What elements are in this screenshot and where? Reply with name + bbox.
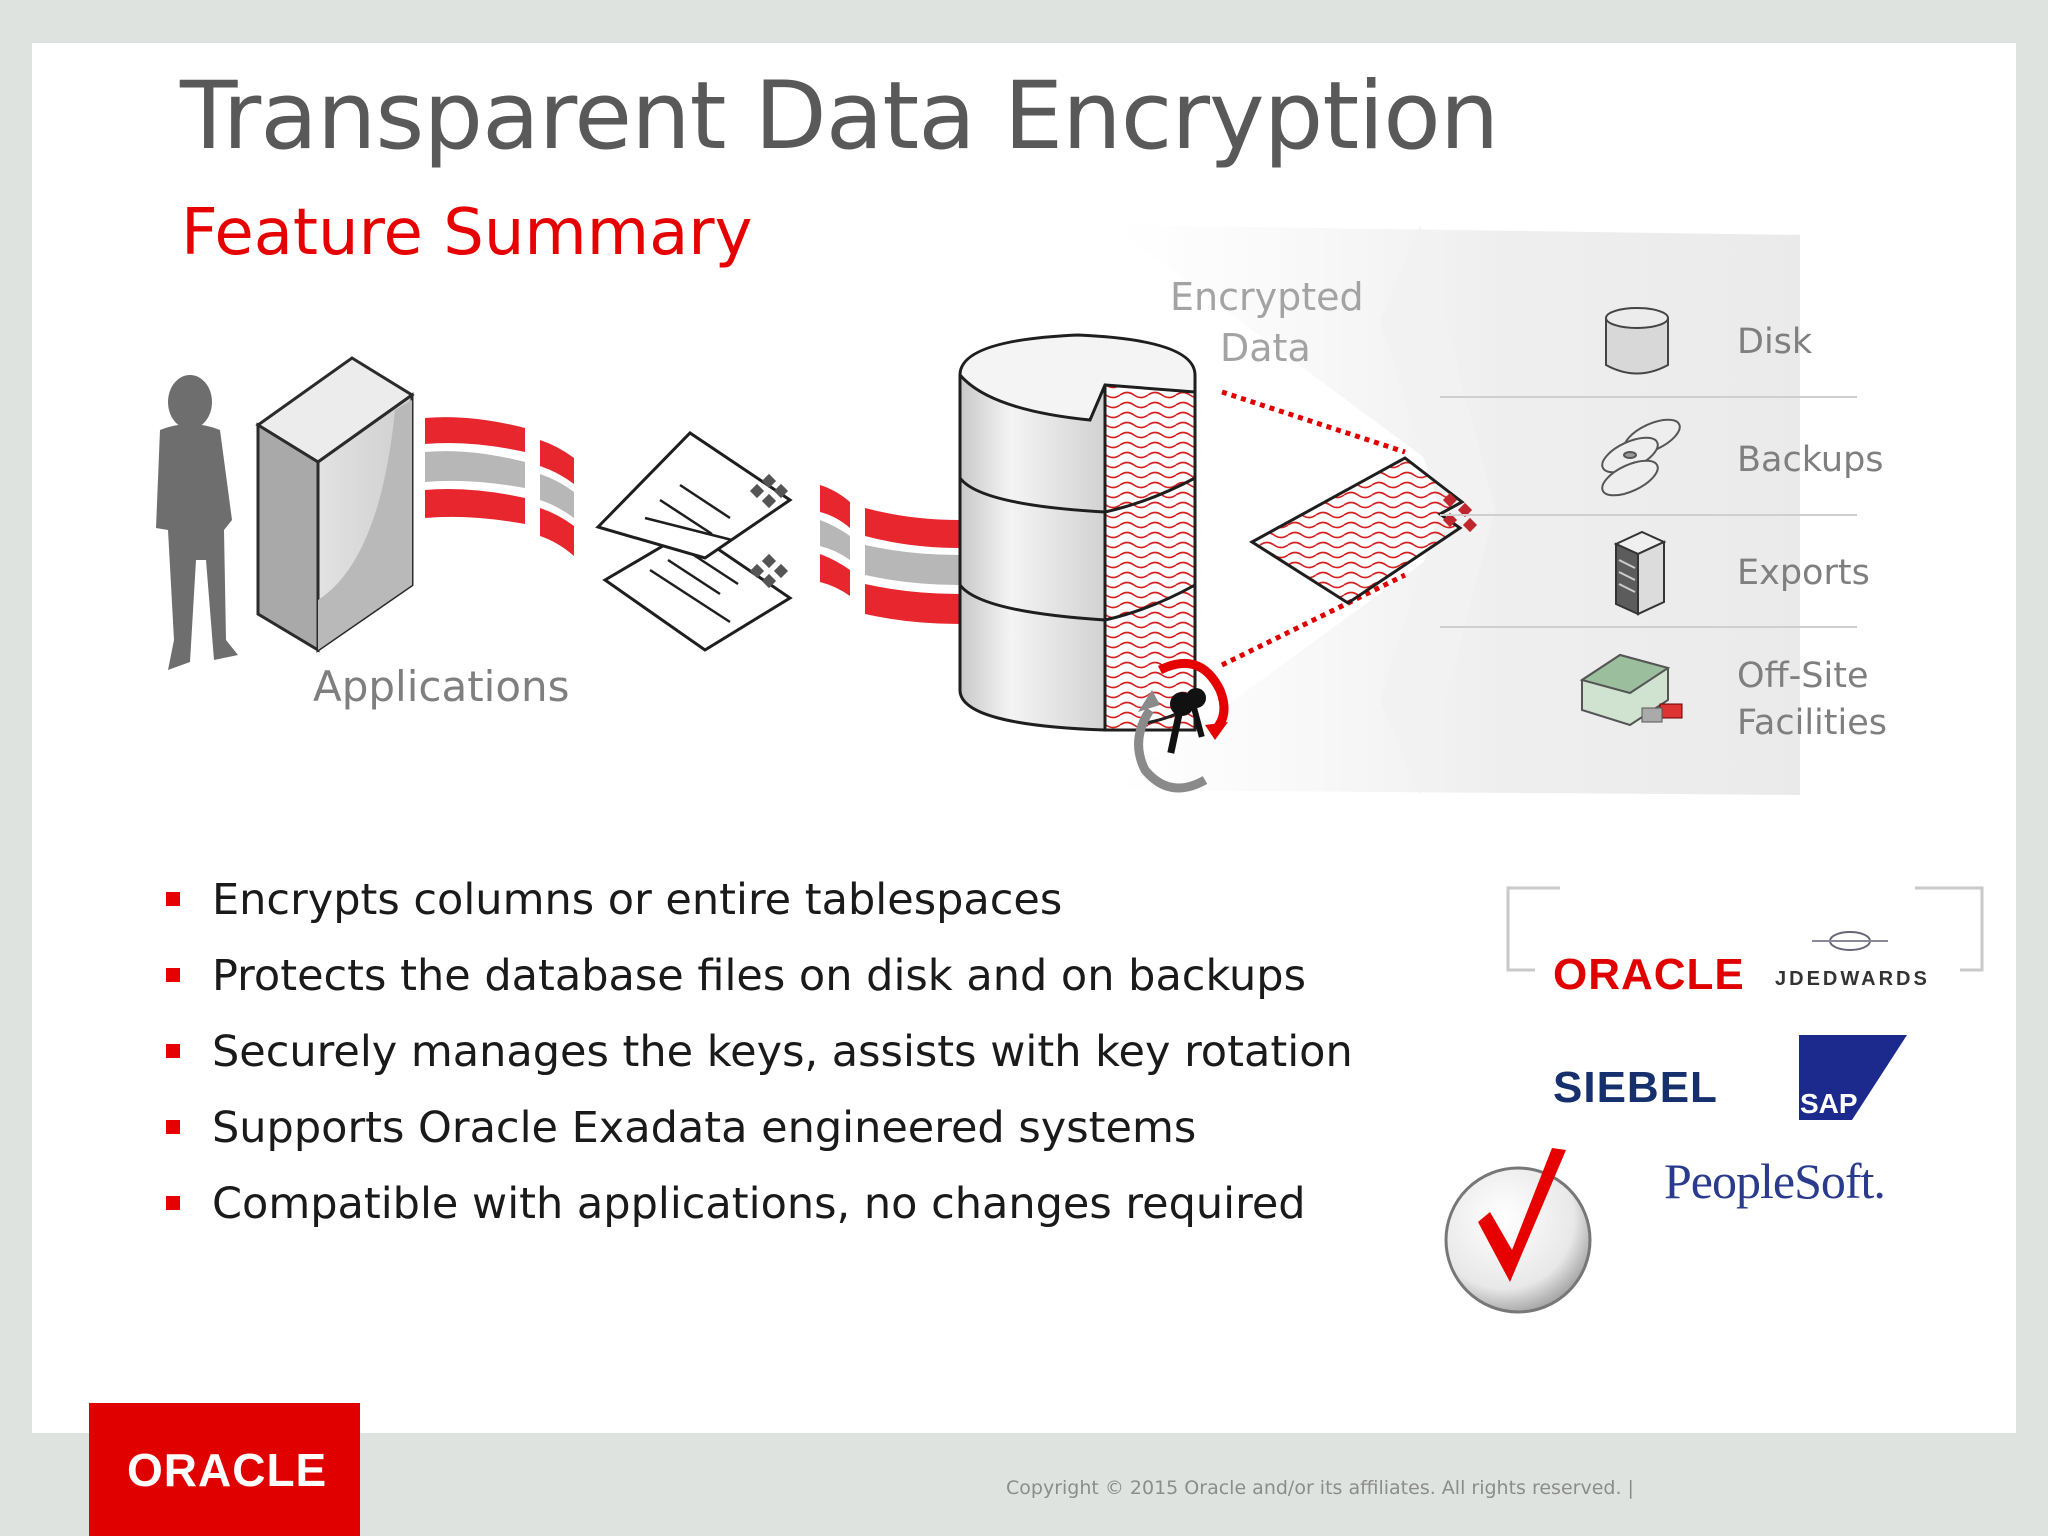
- sap-logo-icon: [1799, 1035, 1907, 1120]
- encrypted-data-label-line1: Encrypted: [1170, 275, 1364, 319]
- bullet-marker-icon: [166, 968, 180, 982]
- data-flow-bands-left: [425, 417, 574, 556]
- server-tower-icon: [1613, 530, 1667, 616]
- bullet-item: Encrypts columns or entire tablespaces: [160, 862, 1353, 938]
- encrypted-data-label-line2: Data: [1220, 326, 1311, 370]
- projection-line-bottom: [1220, 572, 1407, 668]
- logos-bracket: [1506, 886, 1984, 972]
- bullet-item: Protects the database files on disk and …: [160, 938, 1353, 1014]
- bullet-marker-icon: [166, 1196, 180, 1210]
- oracle-footer-wordmark: ORACLE: [127, 1444, 328, 1496]
- application-server-icon: [255, 356, 415, 653]
- bullet-item: Supports Oracle Exadata engineered syste…: [160, 1090, 1353, 1166]
- key-rotation-icon: [1134, 658, 1229, 793]
- backup-discs-icon: [1601, 418, 1681, 497]
- database-cylinder-icon: [958, 333, 1197, 732]
- slide-subtitle: Feature Summary: [181, 196, 753, 270]
- jdedwards-logo: JDEDWARDS: [1775, 968, 1930, 990]
- projection-line-top: [1221, 389, 1406, 455]
- bullet-marker-icon: [166, 1120, 180, 1134]
- oracle-footer-logo: ORACLE: [89, 1403, 360, 1536]
- user-silhouette-icon: [156, 375, 238, 670]
- feature-bullet-list: Encrypts columns or entire tablespaces P…: [160, 862, 1353, 1242]
- copyright-notice: Copyright © 2015 Oracle and/or its affil…: [1006, 1477, 1634, 1499]
- bullet-marker-icon: [166, 1044, 180, 1058]
- storage-label-offsite-line2: Facilities: [1737, 703, 1887, 743]
- siebel-logo: SIEBEL: [1553, 1063, 1718, 1112]
- storage-label-offsite-line1: Off-Site: [1737, 656, 1869, 696]
- spotlight-tip: [1380, 225, 1495, 795]
- jdedwards-emblem-icon: [1812, 931, 1888, 951]
- data-flow-bands-right: [820, 485, 960, 624]
- bullet-marker-icon: [166, 892, 180, 906]
- slide-title: Transparent Data Encryption: [180, 62, 1499, 171]
- disk-cylinder-icon: [1605, 307, 1669, 375]
- checkmark-badge-icon: [1444, 1148, 1592, 1314]
- documents-icon: [595, 431, 793, 652]
- key-blocks-icon: [749, 473, 789, 589]
- warehouse-truck-icon: [1579, 653, 1683, 727]
- peoplesoft-logo: PeopleSoft.: [1664, 1153, 1886, 1209]
- oracle-logo: ORACLE: [1553, 950, 1745, 999]
- bullet-item: Compatible with applications, no changes…: [160, 1166, 1353, 1242]
- storage-label-disk: Disk: [1737, 322, 1813, 362]
- storage-label-exports: Exports: [1737, 553, 1870, 593]
- bullet-item: Securely manages the keys, assists with …: [160, 1014, 1353, 1090]
- sap-logo: SAP: [1800, 1088, 1858, 1119]
- storage-label-backups: Backups: [1737, 440, 1884, 480]
- applications-label: Applications: [313, 662, 570, 711]
